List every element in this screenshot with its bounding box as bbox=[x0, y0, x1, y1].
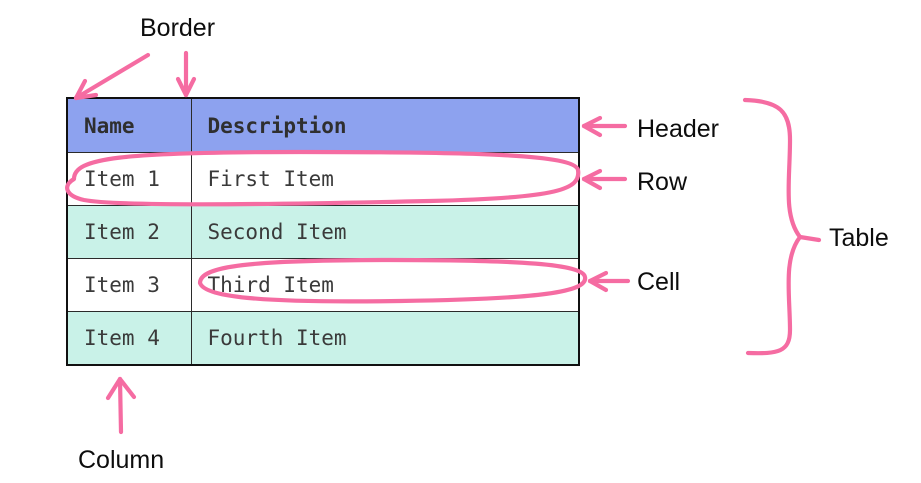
table-body: Item 1 First Item Item 2 Second Item Ite… bbox=[66, 152, 580, 366]
cell-description: First Item bbox=[190, 152, 580, 206]
header-row: Name Description bbox=[66, 97, 580, 153]
table-row: Item 2 Second Item bbox=[66, 205, 580, 259]
annotation-label-column: Column bbox=[78, 446, 165, 474]
column-arrow-icon bbox=[105, 376, 137, 435]
annotation-label-table: Table bbox=[829, 224, 889, 252]
header-cell-description: Description bbox=[190, 97, 580, 153]
row-arrow-icon bbox=[581, 168, 628, 191]
cell-name: Item 4 bbox=[66, 311, 192, 366]
table-row: Item 1 First Item bbox=[66, 152, 580, 206]
table-brace-tip bbox=[797, 234, 822, 243]
table-header: Name Description bbox=[66, 97, 580, 153]
border-arrow-left-icon bbox=[73, 52, 151, 101]
demo-table: Name Description Item 1 First Item Item … bbox=[66, 97, 580, 366]
header-cell-name: Name bbox=[66, 97, 192, 153]
cell-description: Third Item bbox=[190, 258, 580, 312]
annotation-label-border: Border bbox=[140, 14, 216, 42]
annotation-label-cell: Cell bbox=[637, 268, 681, 296]
cell-name: Item 3 bbox=[66, 258, 192, 312]
cell-arrow-icon bbox=[587, 270, 631, 293]
annotation-label-header: Header bbox=[637, 115, 719, 143]
annotation-label-row: Row bbox=[637, 168, 688, 196]
cell-description: Second Item bbox=[190, 205, 580, 259]
cell-name: Item 2 bbox=[66, 205, 192, 259]
table-row: Item 4 Fourth Item bbox=[66, 311, 580, 366]
header-arrow-icon bbox=[581, 115, 628, 138]
cell-description: Fourth Item bbox=[190, 311, 580, 366]
border-arrow-down-icon bbox=[175, 50, 197, 98]
table-row: Item 3 Third Item bbox=[66, 258, 580, 312]
table-brace-icon bbox=[742, 97, 803, 356]
table-container: Name Description Item 1 First Item Item … bbox=[66, 97, 580, 366]
cell-name: Item 1 bbox=[66, 152, 192, 206]
